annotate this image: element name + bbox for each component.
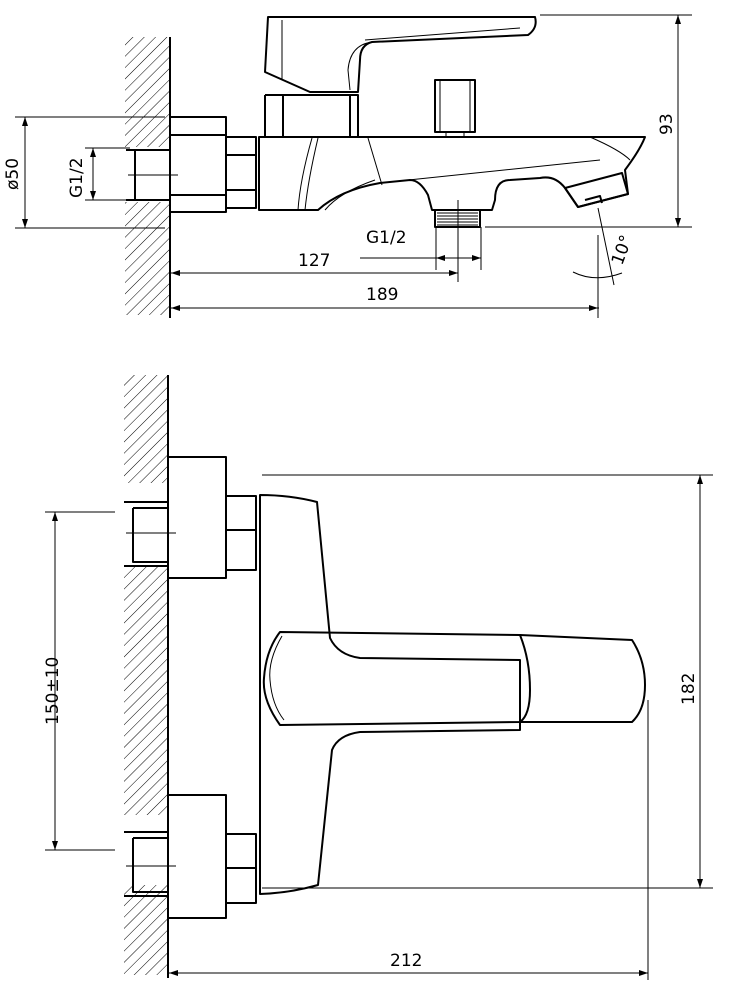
dim-angle: 10° [572,207,637,286]
cartridge [264,94,359,137]
flange-lower [167,794,227,919]
dim-diameter-label: ø50 [3,158,23,190]
nut [225,136,257,209]
dim-outlet-distance-label: 127 [298,251,330,271]
dim-inlet-thread: G1/2 [67,147,130,201]
dim-centers: 150±10 [43,511,115,851]
dim-outlet-thread-label: G1/2 [366,228,407,248]
dim-handle-reach: 212 [168,700,649,980]
inlet-pipe-upper [124,501,168,567]
nut-upper [225,495,257,571]
dim-plate-height: 182 [262,474,713,889]
dim-height-label: 93 [657,113,677,135]
dim-centers-label: 150±10 [43,657,63,725]
wall-hatch-bottom [125,202,170,315]
aerator [564,172,629,208]
dim-spout-reach-label: 189 [366,285,398,305]
body-plate [259,494,521,895]
front-view: 150±10 182 212 [43,375,713,980]
diverter-knob [434,79,476,133]
inlet-pipe-lower [124,831,168,897]
dim-diameter: ø50 [3,116,165,229]
nut-lower [225,833,257,904]
dim-handle-reach-label: 212 [390,951,422,971]
dim-outlet-distance: 127 [170,200,459,282]
dim-outlet-thread: G1/2 [360,227,482,270]
lever-handle [262,631,531,726]
side-view: ø50 G1/2 G1/2 127 189 93 10 [3,14,692,318]
dim-angle-label: 10° [608,233,637,268]
wall-hatch [124,375,168,483]
wall-hatch-top [125,37,170,147]
flange-upper [167,456,227,579]
handle-tip [519,634,646,723]
flange [170,116,227,213]
dim-plate-height-label: 182 [679,673,699,705]
dim-inlet-thread-label: G1/2 [67,157,87,198]
dim-height: 93 [485,14,692,228]
spout-body [258,136,646,211]
lever-handle [264,16,537,93]
dim-spout-reach: 189 [170,235,599,318]
